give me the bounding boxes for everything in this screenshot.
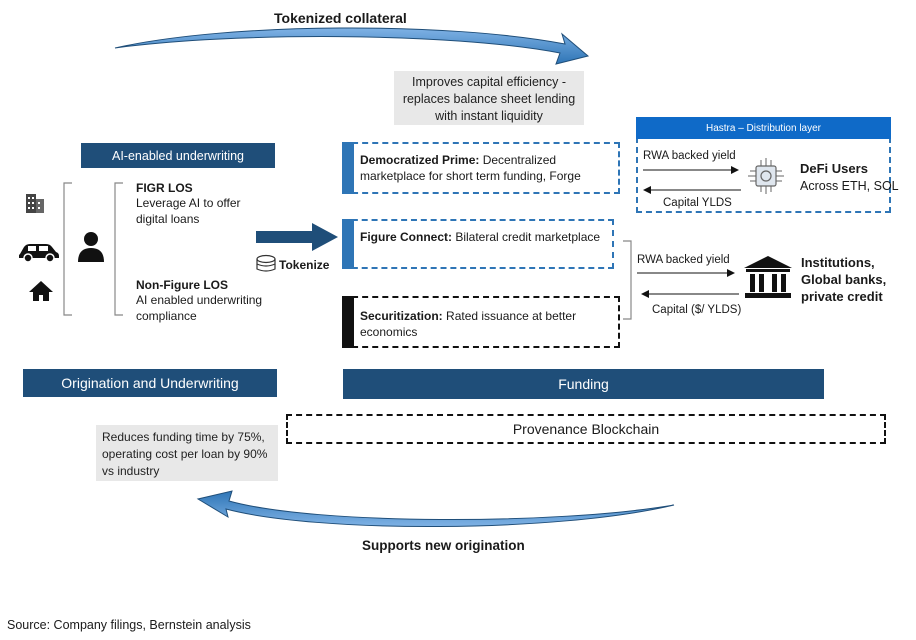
car-icon <box>19 244 59 263</box>
prime-title: Democratized Prime: <box>360 153 480 167</box>
funding-time-callout: Reduces funding time by 75%, operating c… <box>96 425 278 481</box>
connect-title: Figure Connect: <box>360 230 452 244</box>
provenance-box: Provenance Blockchain <box>286 414 886 444</box>
person-icon <box>78 232 104 262</box>
institutions-title: Institutions, Global banks, private cred… <box>801 255 887 304</box>
coins-icon <box>256 254 276 272</box>
top-curved-arrow <box>114 27 590 65</box>
tokenized-collateral-label: Tokenized collateral <box>274 10 407 26</box>
bank-icon <box>744 256 792 298</box>
inst-rwa-label: RWA backed yield <box>637 254 730 266</box>
inst-capital-label: Capital ($/ YLDS) <box>652 304 742 316</box>
ai-underwriting-header: AI-enabled underwriting <box>81 143 275 168</box>
source-note: Source: Company filings, Bernstein analy… <box>7 618 251 632</box>
hastra-capital-label: Capital YLDS <box>663 197 732 209</box>
capital-efficiency-callout: Improves capital efficiency - replaces b… <box>394 71 584 125</box>
connect-desc: Bilateral credit marketplace <box>452 230 601 244</box>
securitization-desc: Rated issuance at better economics <box>360 309 577 339</box>
figr-los-title: FIGR LOS <box>136 181 193 195</box>
hastra-rwa-label: RWA backed yield <box>643 150 736 162</box>
nonfigure-los-title: Non-Figure LOS <box>136 278 228 292</box>
democratized-prime-box: Democratized Prime: Decentralized market… <box>342 142 620 194</box>
inst-rwa-arrow <box>637 269 735 277</box>
inst-capital-arrow <box>641 290 739 298</box>
building-icon <box>26 194 44 213</box>
connect-accent-bar <box>342 219 354 269</box>
home-icon <box>29 281 53 301</box>
hastra-header: Hastra – Distribution layer <box>636 117 891 139</box>
inner-bracket <box>114 182 123 316</box>
prime-desc: Decentralized marketplace for short term… <box>360 153 581 183</box>
hastra-capital-arrow <box>643 186 741 194</box>
securitization-accent-bar <box>342 296 354 348</box>
bottom-curved-arrow <box>196 490 675 527</box>
securitization-title: Securitization: <box>360 309 443 323</box>
supports-origination-label: Supports new origination <box>362 538 525 553</box>
figr-los-desc: Leverage AI to offer digital loans <box>136 196 241 226</box>
hastra-rwa-arrow <box>643 166 739 174</box>
chip-icon <box>748 158 784 194</box>
securitization-box: Securitization: Rated issuance at better… <box>342 296 620 348</box>
prime-accent-bar <box>342 142 354 194</box>
funding-bar: Funding <box>343 369 824 399</box>
left-bracket <box>63 182 72 316</box>
hastra-panel: Hastra – Distribution layer <box>636 117 891 213</box>
defi-users-title: DeFi Users <box>800 161 868 176</box>
tokenize-arrow <box>256 223 338 251</box>
figure-connect-box: Figure Connect: Bilateral credit marketp… <box>342 219 614 269</box>
origination-bar: Origination and Underwriting <box>23 369 277 397</box>
nonfigure-los-desc: AI enabled underwriting compliance <box>136 293 263 323</box>
defi-users-desc: Across ETH, SOL <box>800 179 899 193</box>
tokenize-label: Tokenize <box>279 258 330 272</box>
funding-bracket <box>623 240 632 320</box>
